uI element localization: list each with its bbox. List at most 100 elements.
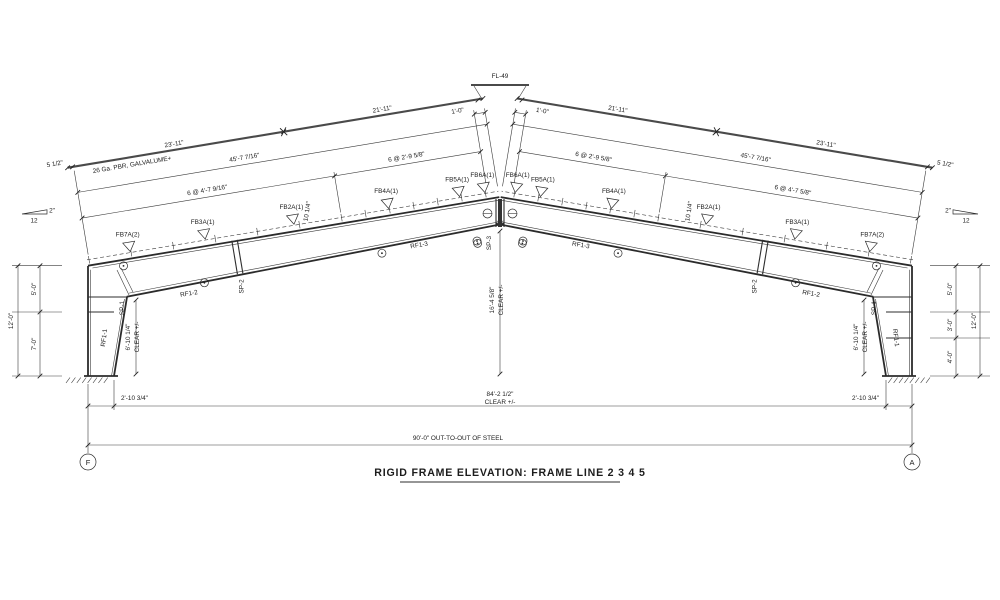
purlin-tick	[364, 209, 367, 218]
splice-label-sp1: SP-1	[871, 300, 878, 315]
dim-tick	[909, 442, 915, 448]
height-dim-12: 12'-0"	[8, 313, 15, 329]
rafter-length-dim: 45'-7 7/16"	[229, 152, 260, 164]
purlin-tick	[460, 193, 463, 202]
purlin-tick	[298, 220, 301, 229]
brace-offset-dim: 10 1/4"	[684, 201, 694, 222]
dim-tick	[15, 373, 21, 379]
flange-brace-label: FB4A(1)	[602, 188, 626, 195]
dim-tick	[15, 263, 21, 269]
column-inner-flange-inner	[875, 298, 889, 377]
purlin-tick	[412, 201, 415, 210]
rafter-bottom-flange-inner	[496, 220, 871, 294]
dim-tick	[482, 109, 488, 115]
brace-point-dot	[476, 240, 478, 242]
panel-length-inner-dim: 21'-11"	[608, 105, 628, 115]
column-inner-flange	[113, 296, 128, 377]
rafter-splice-plate	[762, 240, 769, 275]
flange-brace-label: FB7A(2)	[860, 231, 884, 238]
member-label-rf1-3: RF1-3	[571, 241, 590, 251]
eave-panel-extension-dim: 5 1/2"	[936, 159, 953, 169]
eave-clear-height-dim: 6'-10 1/4"	[125, 324, 132, 351]
ridge-purlin-offset-dim: 1'-0"	[535, 107, 549, 116]
dim-tick	[953, 373, 959, 379]
purlin-tick	[783, 234, 786, 243]
rafter-splice-plate	[231, 240, 238, 275]
dim-tick	[37, 373, 43, 379]
brace-point-circle	[518, 236, 528, 246]
dim-tick	[331, 173, 338, 179]
brace-point-circle	[200, 278, 209, 288]
base-hatch	[920, 377, 925, 384]
knee-bolt-line	[866, 267, 880, 293]
brace-point-dot	[203, 281, 206, 284]
ridge-purlin-dim	[474, 112, 486, 115]
dim-tick	[861, 371, 867, 377]
height-dim-12: 12'-0"	[971, 313, 978, 329]
dim-tick	[953, 335, 959, 341]
splice-label-sp2: SP-2	[751, 279, 758, 294]
dim-tick	[909, 403, 915, 409]
right-half: 6 @ 4'-7 5/8"6 @ 2'-9 5/8"45'-7 7/16"1'-…	[496, 95, 990, 471]
dim-tick	[111, 403, 117, 409]
dim-tick	[953, 263, 959, 269]
flange-brace-flag	[122, 240, 136, 253]
rafter-bottom-flange	[496, 222, 874, 298]
base-offset-dim-right: 2'-10 3/4"	[852, 395, 879, 402]
brace-point-circle	[872, 261, 881, 271]
purlin-tick	[172, 241, 175, 250]
ridge-purlin-offset-dim: 1'-0"	[451, 107, 465, 116]
dim-tick	[915, 215, 921, 221]
purlin-spacing-outer-dim: 6 @ 4'-7 9/16"	[187, 184, 228, 198]
member-label-rf1-2: RF1-2	[802, 289, 821, 299]
member-label-rf1-3: RF1-3	[410, 240, 429, 250]
base-hatch	[87, 377, 92, 384]
base-hatch	[925, 377, 931, 384]
flange-brace-label: FB4A(1)	[374, 188, 398, 195]
eave-panel-extension-dim: 5 1/2"	[46, 159, 63, 169]
dim-tick	[977, 263, 983, 269]
dim-tick	[85, 403, 91, 409]
height-dim-5: 5'-0"	[31, 283, 38, 296]
knee-bolt-line	[116, 269, 130, 296]
dim-tick	[475, 97, 481, 103]
member-label-rf1-1: RF1-1	[891, 329, 900, 348]
purlin-tick	[741, 227, 744, 236]
dim-tick	[919, 189, 925, 195]
dim-tick	[516, 148, 523, 155]
flange-brace-flag	[476, 181, 490, 194]
extension-line	[473, 110, 487, 189]
brace-point-dot	[794, 281, 797, 284]
base-hatch	[65, 377, 71, 384]
dim-tick	[497, 228, 503, 234]
purlin-tick	[657, 213, 660, 222]
brace-point-dot	[521, 242, 524, 245]
dim-tick	[75, 189, 81, 195]
dim-tick	[924, 164, 931, 170]
rafter-splice-plate	[756, 239, 764, 274]
slope-rise-label: 2"	[49, 208, 55, 215]
rafter-splice-plate	[236, 239, 244, 274]
column-inner-flange	[872, 296, 887, 377]
roof-panel-line	[67, 97, 484, 169]
flange-brace-flag	[510, 181, 524, 194]
extension-line	[911, 170, 927, 255]
base-hatch	[898, 377, 904, 384]
splice-label-sp3: SP-3	[486, 235, 493, 250]
knee-bolt-line	[120, 267, 134, 293]
purlin-tick	[699, 220, 702, 229]
base-hatch	[893, 377, 898, 384]
slope-run-label: 12	[962, 218, 970, 225]
ridge-cap-connector	[473, 85, 483, 100]
dim-tick	[883, 403, 889, 409]
brace-point-circle	[791, 278, 800, 288]
panel-length-outer-dim: 23'-11"	[164, 139, 184, 149]
purlin-line	[86, 190, 499, 261]
member-label-rf1-1: RF1-1	[100, 328, 109, 347]
panel-lap-mark	[712, 127, 721, 136]
rafter-top-flange	[500, 196, 913, 267]
flange-brace-label: FB2A(1)	[280, 204, 304, 211]
flange-brace-flag	[606, 197, 620, 210]
purlin-tick	[561, 197, 564, 206]
flange-brace-flag	[535, 185, 549, 198]
